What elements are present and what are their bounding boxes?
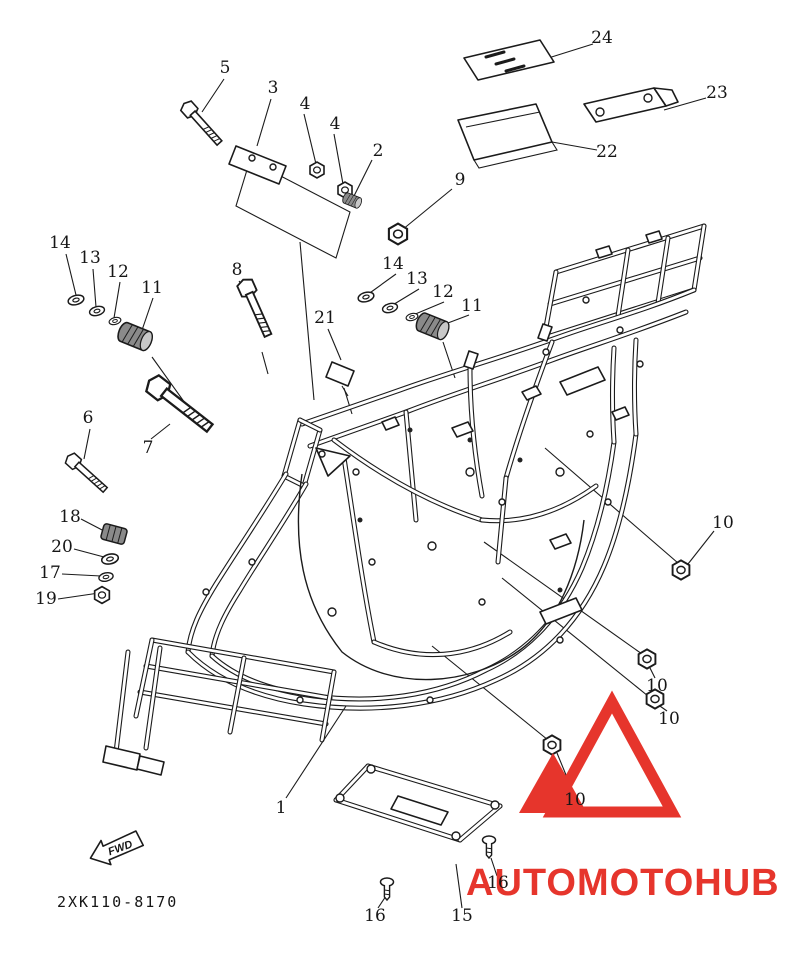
callout-13-10: 13 (79, 248, 101, 268)
callout-3-1: 3 (267, 78, 279, 98)
part-24-tread-plate (463, 39, 555, 81)
callout-20-22: 20 (51, 537, 73, 557)
callout-13-15: 13 (406, 269, 428, 289)
callout-9-5: 9 (454, 170, 466, 190)
callout-24-6: 24 (591, 28, 613, 48)
callout-11-17: 11 (461, 296, 483, 316)
callout-16-31: 16 (364, 906, 386, 926)
part-code: 2XK110-8170 (57, 893, 179, 911)
part-22-pad (457, 103, 558, 169)
callout-10-27: 10 (658, 709, 680, 729)
callout-19-24: 19 (35, 589, 57, 609)
callout-1-29: 1 (275, 798, 287, 818)
callout-8-13: 8 (231, 260, 243, 280)
callout-18-21: 18 (59, 507, 81, 527)
callout-10-25: 10 (712, 513, 734, 533)
part-21-tab (325, 361, 355, 397)
callout-10-26: 10 (646, 676, 668, 696)
callout-16-30: 16 (487, 873, 509, 893)
callout-4-3: 4 (329, 114, 341, 134)
connector-lines (151, 241, 679, 741)
callout-22-8: 22 (596, 142, 618, 162)
callout-14-14: 14 (382, 254, 404, 274)
callout-11-12: 11 (141, 278, 163, 298)
frame-details (102, 230, 663, 776)
callout-10-28: 10 (564, 790, 586, 810)
callout-5-0: 5 (219, 58, 231, 78)
callout-23-7: 23 (706, 83, 728, 103)
part-glyphs (62, 39, 691, 901)
callout-12-11: 12 (107, 262, 129, 282)
mount-plate-outline (235, 159, 351, 259)
callout-14-9: 14 (49, 233, 71, 253)
callout-17-23: 17 (39, 563, 61, 583)
callout-15-32: 15 (451, 906, 473, 926)
callout-4-2: 4 (299, 94, 311, 114)
callout-12-16: 12 (432, 282, 454, 302)
part-15-guard-bracket (333, 763, 503, 843)
callout-2-4: 2 (372, 141, 384, 161)
part-23-bracket (583, 87, 679, 123)
frame-tubes (113, 223, 707, 755)
part-3-bracket (228, 145, 287, 185)
callout-21-18: 21 (314, 308, 336, 328)
callout-6-19: 6 (82, 408, 94, 428)
callout-7-20: 7 (142, 438, 154, 458)
